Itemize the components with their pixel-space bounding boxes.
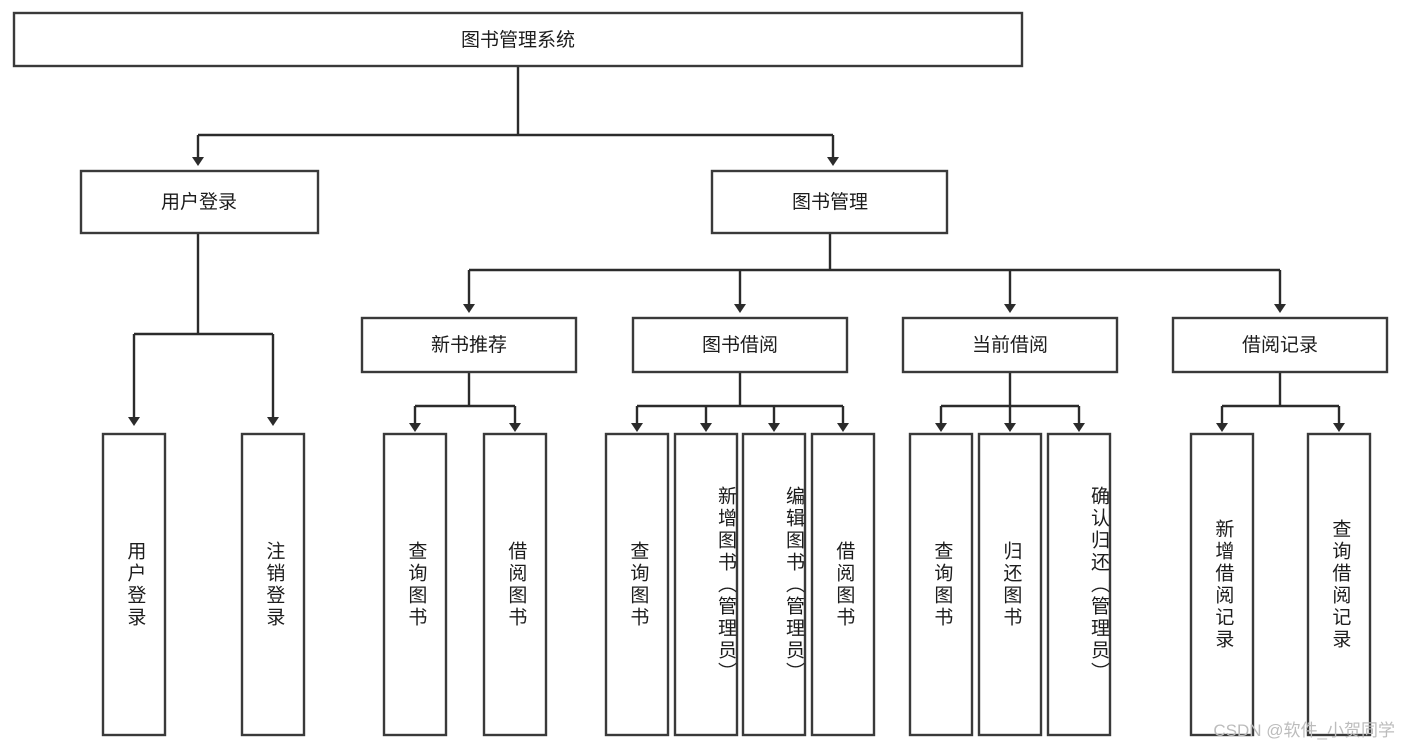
- node-new-book-recommend-box[interactable]: [360, 316, 578, 374]
- node-current-borrow-box[interactable]: [901, 316, 1119, 374]
- node-book-manage-label: 图书管理: [792, 191, 868, 213]
- leaf-box-new-book-1[interactable]: [482, 432, 548, 737]
- node-book-borrow-label: 图书借阅: [702, 334, 778, 356]
- leaf-box-book-borrow-2[interactable]: [741, 432, 807, 737]
- connector-group-root: [192, 66, 839, 166]
- node-current-borrow-label: 当前借阅: [972, 334, 1048, 356]
- leaf-box-book-borrow-0[interactable]: [604, 432, 670, 737]
- connector-group-book-borrow: [631, 373, 849, 432]
- connector-group-borrow-record: [1216, 373, 1345, 432]
- node-borrow-record-label: 借阅记录: [1242, 334, 1318, 356]
- leaf-box-new-book-0[interactable]: [382, 432, 448, 737]
- leaf-box-current-borrow-2[interactable]: [1046, 432, 1112, 737]
- node-borrow-record-box[interactable]: [1171, 316, 1389, 374]
- node-user-login-label: 用户登录: [161, 191, 237, 213]
- leaf-box-current-borrow-0[interactable]: [908, 432, 974, 737]
- node-book-manage-box[interactable]: [710, 169, 949, 235]
- leaf-box-book-borrow-1[interactable]: [673, 432, 739, 737]
- leaf-box-book-borrow-3[interactable]: [810, 432, 876, 737]
- leaf-box-user-login-0[interactable]: [101, 432, 167, 737]
- connector-group-new-book: [409, 373, 521, 432]
- leaf-box-borrow-record-1[interactable]: [1306, 432, 1372, 737]
- leaf-box-user-login-1[interactable]: [240, 432, 306, 737]
- leaf-box-current-borrow-1[interactable]: [977, 432, 1043, 737]
- node-root-box[interactable]: [12, 11, 1024, 68]
- node-user-login-box[interactable]: [79, 169, 320, 235]
- leaf-box-borrow-record-0[interactable]: [1189, 432, 1255, 737]
- node-book-borrow-box[interactable]: [631, 316, 849, 374]
- connector-group-current-borrow: [935, 373, 1085, 432]
- node-new-book-recommend-label: 新书推荐: [431, 334, 507, 356]
- node-root-label: 图书管理系统: [461, 29, 575, 51]
- connector-group-user-login: [128, 234, 279, 426]
- csdn-watermark: CSDN @软件_小贺同学: [1213, 721, 1395, 740]
- connector-group-book-manage: [463, 234, 1286, 313]
